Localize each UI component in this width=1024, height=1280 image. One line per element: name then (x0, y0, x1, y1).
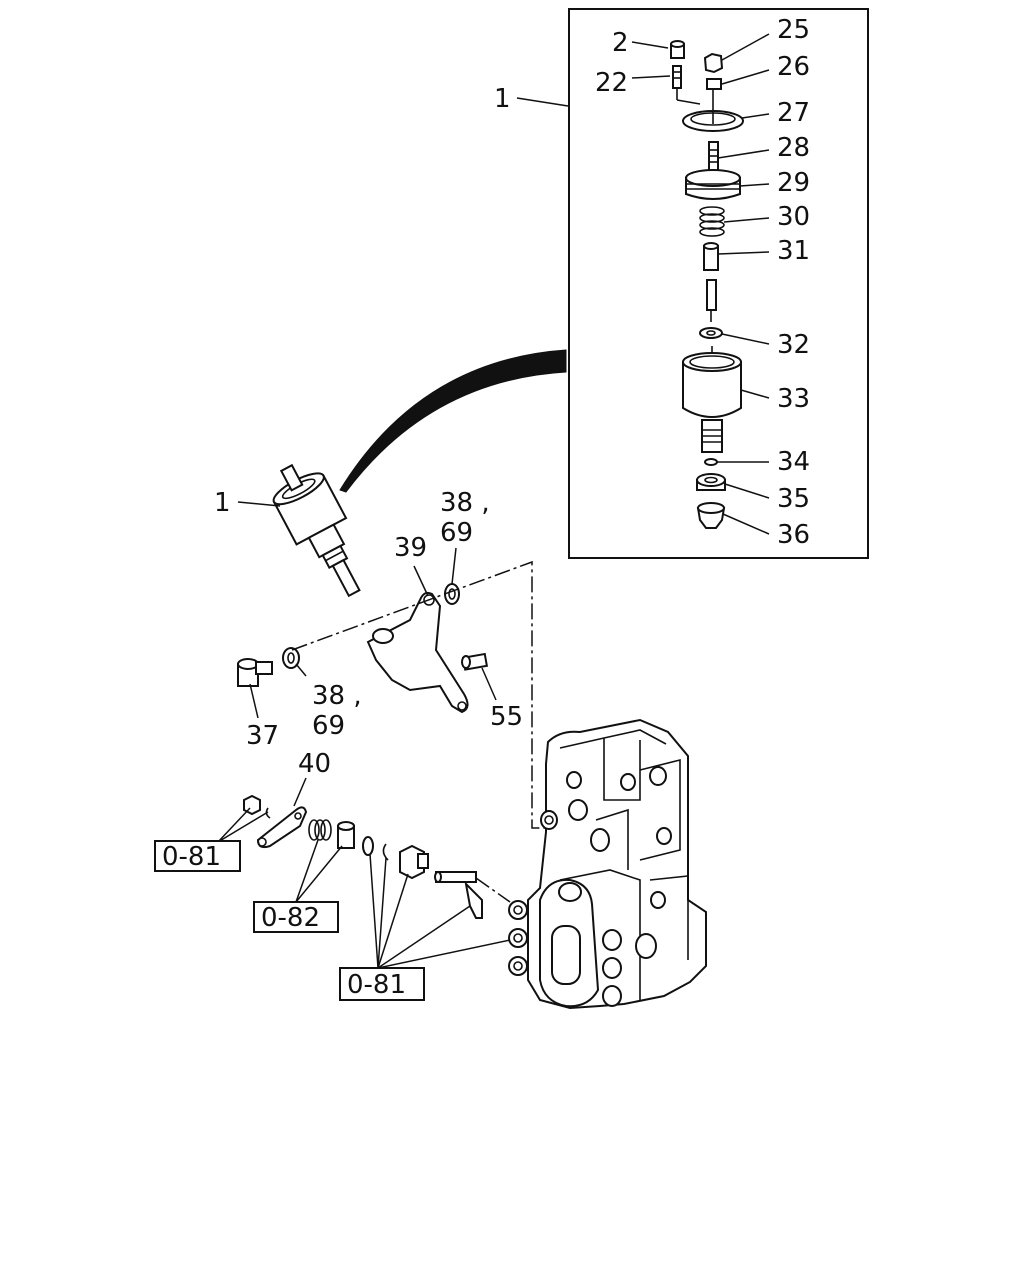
ref-box-b-group: 0-82 (253, 839, 343, 933)
label-part-40: 40 (298, 749, 331, 779)
label-part-22: 22 (595, 68, 628, 98)
label-part-38-bottom: 38 , (312, 681, 362, 711)
part-27-ring (682, 110, 744, 132)
label-part-38-top: 38 , (440, 488, 490, 518)
ref-label-a: 0-81 (162, 842, 221, 872)
label-main-1: 1 (214, 488, 231, 518)
part-22-screw (672, 65, 701, 105)
washer-a (362, 836, 374, 856)
leader-39 (413, 565, 429, 597)
part-25-nut (703, 52, 724, 74)
ref-box-b (253, 901, 339, 933)
spring-coil (308, 819, 332, 841)
ref-box-c (339, 967, 425, 1001)
part-32-washer (699, 327, 723, 339)
part-38-washer-top (444, 583, 460, 605)
part-35-nut (696, 473, 726, 491)
label-part-29: 29 (777, 168, 810, 198)
label-part-35: 35 (777, 484, 810, 514)
label-part-69-bottom: 69 (312, 711, 345, 741)
label-part-37: 37 (246, 721, 279, 751)
part-1-valve-assembly (272, 463, 361, 598)
inset-detail: 2 22 25 26 27 28 29 30 31 32 33 34 35 36 (568, 8, 869, 559)
inset-frame (568, 8, 869, 559)
leader-40 (293, 777, 307, 807)
label-part-25: 25 (777, 15, 810, 45)
leader-38-top (451, 547, 457, 585)
leader-37 (249, 683, 259, 719)
label-part-27: 27 (777, 98, 810, 128)
label-part-36: 36 (777, 520, 810, 550)
bushing (337, 821, 355, 849)
leader-inset-1 (516, 97, 569, 107)
shaft (434, 871, 483, 919)
part-34-washer (704, 458, 718, 466)
magnifier-connector (339, 349, 567, 493)
leader-55 (481, 667, 497, 701)
part-2-cap (670, 40, 685, 59)
part-30-spring (699, 206, 725, 237)
ref-box-c-group: 0-81 (339, 853, 511, 1001)
part-55-pin (461, 652, 489, 671)
part-29-threaded-cap (685, 169, 741, 200)
label-part-55: 55 (490, 702, 523, 732)
label-part-28: 28 (777, 133, 810, 163)
part-31-valve-stem (703, 242, 719, 322)
label-part-31: 31 (777, 236, 810, 266)
part-39-bracket (366, 591, 469, 714)
ref-label-b: 0-82 (261, 903, 320, 933)
assembly-line-shaft (475, 877, 511, 903)
label-part-30: 30 (777, 202, 810, 232)
leader-main-1 (237, 501, 281, 507)
pump-housing (508, 718, 707, 1010)
ref-box-a (154, 840, 241, 872)
part-26-nut (706, 78, 722, 115)
label-part-69-top: 69 (440, 518, 473, 548)
label-part-26: 26 (777, 52, 810, 82)
part-38-washer-bottom (282, 647, 300, 669)
label-part-34: 34 (777, 447, 810, 477)
hex-fitting (399, 844, 429, 880)
part-37-bolt (237, 658, 273, 687)
leader-38-bottom (295, 663, 307, 677)
label-part-2: 2 (612, 28, 629, 58)
ref-box-a-group: 0-81 (154, 807, 269, 872)
part-40-lever (256, 806, 308, 849)
ref-label-c: 0-81 (347, 970, 406, 1000)
label-part-39: 39 (394, 533, 427, 563)
label-inset-1: 1 (494, 84, 511, 114)
label-part-32: 32 (777, 330, 810, 360)
part-36-nozzle-tip (696, 502, 726, 529)
inset-leaders (631, 33, 770, 535)
assembly-line-bracket (291, 560, 548, 829)
part-33-body (682, 346, 742, 453)
label-part-33: 33 (777, 384, 810, 414)
clip-a (382, 843, 389, 861)
